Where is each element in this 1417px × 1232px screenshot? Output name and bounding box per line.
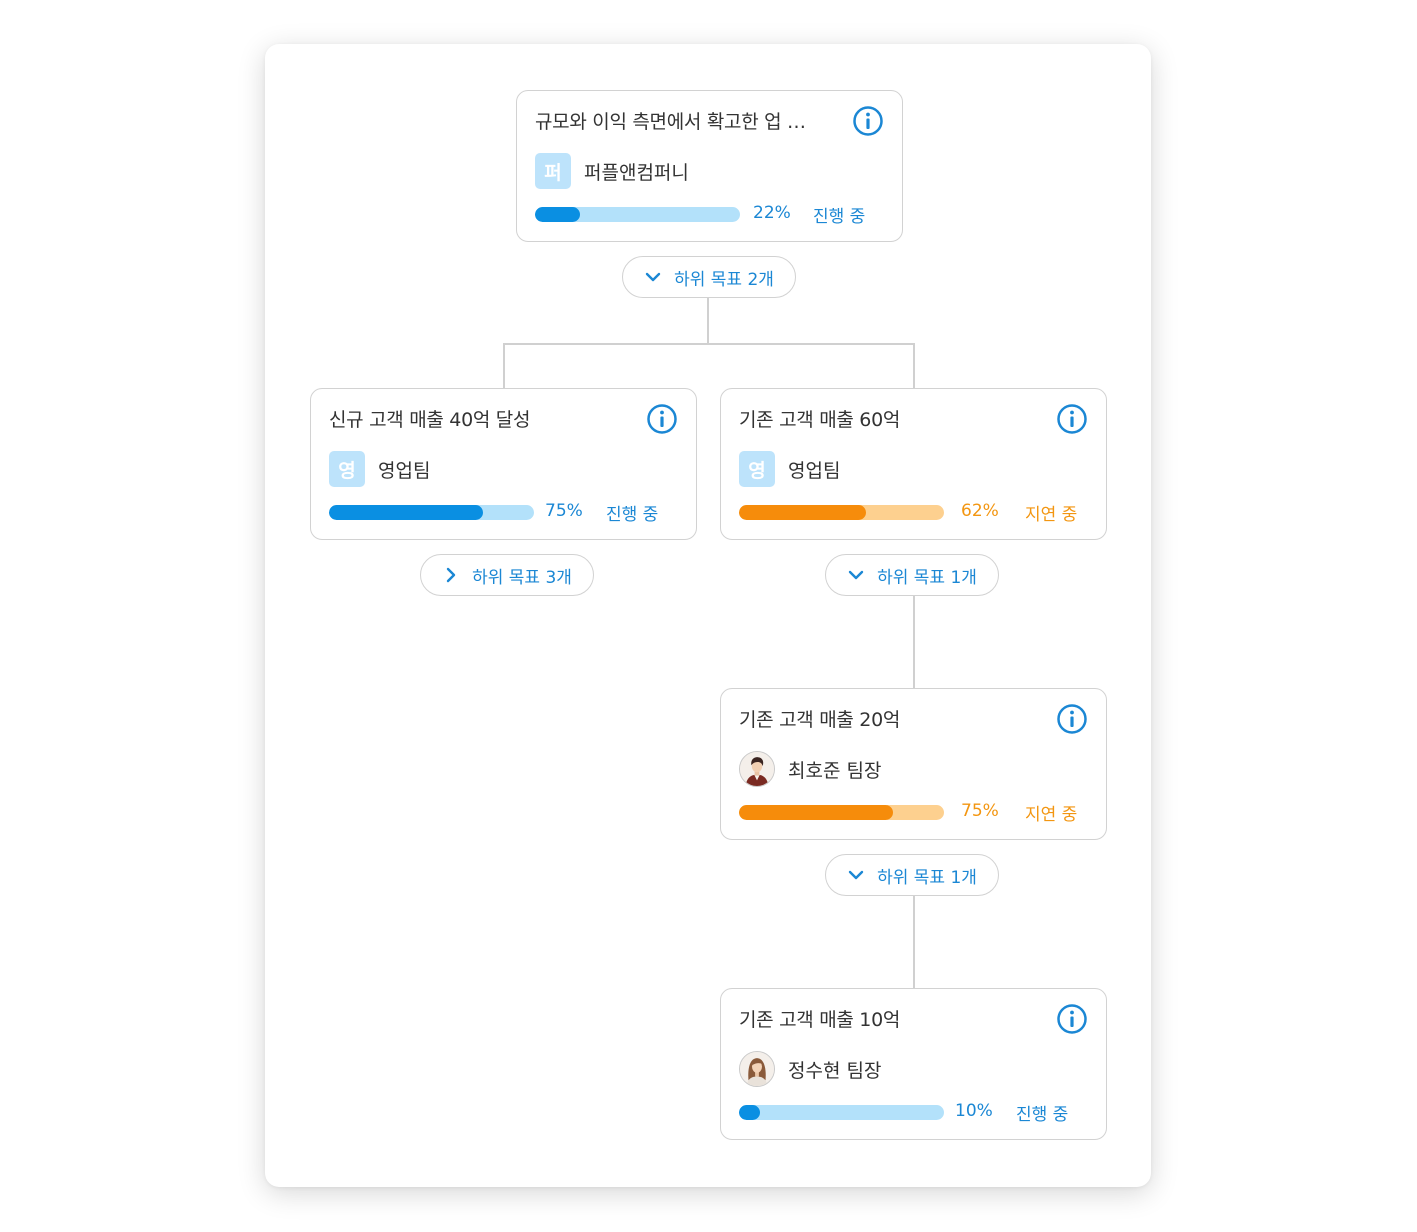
- team-badge: 영: [739, 451, 775, 487]
- subgoals-count: 하위 목표 3개: [472, 567, 572, 588]
- chevron-down-icon: [645, 272, 661, 282]
- progress-fill: [535, 207, 581, 222]
- subgoals-count: 하위 목표 2개: [674, 269, 774, 290]
- goal-title: 규모와 이익 측면에서 확고한 업 …: [535, 111, 806, 133]
- progress-fill: [739, 1105, 760, 1120]
- connector-line: [503, 343, 915, 345]
- owner-name: 영업팀: [378, 459, 431, 482]
- team-badge: 퍼: [535, 153, 571, 189]
- progress-bar: [535, 207, 740, 222]
- status-label: 진행 중: [606, 505, 659, 525]
- progress-fill: [739, 805, 893, 820]
- goal-title: 기존 고객 매출 20억: [739, 709, 901, 731]
- info-icon[interactable]: [1056, 403, 1088, 435]
- goal-card-existing-60[interactable]: 기존 고객 매출 60억 영 영업팀 62% 지연 중: [720, 388, 1107, 540]
- goal-title: 기존 고객 매출 10억: [739, 1009, 901, 1031]
- progress-percent: 62%: [961, 501, 999, 521]
- connector-line: [503, 343, 505, 389]
- info-icon[interactable]: [1056, 703, 1088, 735]
- owner-row: 최호준 팀장: [739, 751, 881, 787]
- goal-card-new-customer[interactable]: 신규 고객 매출 40억 달성 영 영업팀 75% 진행 중: [310, 388, 697, 540]
- subgoals-toggle-existing-20[interactable]: 하위 목표 1개: [825, 854, 999, 896]
- owner-name: 정수현 팀장: [788, 1059, 882, 1082]
- connector-line: [913, 596, 915, 689]
- progress-bar: [329, 505, 534, 520]
- chevron-down-icon: [848, 570, 864, 580]
- owner-row: 영 영업팀: [329, 451, 430, 487]
- subgoals-toggle-new-customer[interactable]: 하위 목표 3개: [420, 554, 594, 596]
- owner-name: 영업팀: [788, 459, 841, 482]
- subgoals-toggle-root[interactable]: 하위 목표 2개: [622, 256, 796, 298]
- goal-title: 신규 고객 매출 40억 달성: [329, 409, 531, 431]
- progress-bar: [739, 1105, 944, 1120]
- progress-percent: 75%: [961, 801, 999, 821]
- status-label: 지연 중: [1025, 805, 1078, 825]
- status-label: 지연 중: [1025, 505, 1078, 525]
- goal-tree-panel: 규모와 이익 측면에서 확고한 업 … 퍼 퍼플앤컴퍼니 22% 진행 중 하위…: [265, 44, 1151, 1187]
- owner-row: 정수현 팀장: [739, 1051, 881, 1087]
- info-icon[interactable]: [646, 403, 678, 435]
- info-icon[interactable]: [852, 105, 884, 137]
- owner-row: 영 영업팀: [739, 451, 840, 487]
- owner-name: 최호준 팀장: [788, 759, 882, 782]
- progress-percent: 22%: [753, 203, 791, 223]
- chevron-right-icon: [446, 567, 456, 583]
- goal-card-root[interactable]: 규모와 이익 측면에서 확고한 업 … 퍼 퍼플앤컴퍼니 22% 진행 중: [516, 90, 903, 242]
- progress-percent: 75%: [545, 501, 583, 521]
- progress-fill: [739, 505, 867, 520]
- progress-bar: [739, 505, 944, 520]
- goal-card-existing-10[interactable]: 기존 고객 매출 10억 정수현 팀장 10% 진행 중: [720, 988, 1107, 1140]
- female-avatar-icon: [739, 1051, 775, 1087]
- connector-line: [913, 896, 915, 989]
- goal-card-existing-20[interactable]: 기존 고객 매출 20억 최호준 팀장 75% 지연 중: [720, 688, 1107, 840]
- team-badge: 영: [329, 451, 365, 487]
- subgoals-count: 하위 목표 1개: [877, 567, 977, 588]
- owner-row: 퍼 퍼플앤컴퍼니: [535, 153, 689, 189]
- male-avatar-icon: [739, 751, 775, 787]
- progress-bar: [739, 805, 944, 820]
- owner-name: 퍼플앤컴퍼니: [584, 161, 689, 184]
- progress-percent: 10%: [955, 1101, 993, 1121]
- chevron-down-icon: [848, 870, 864, 880]
- subgoals-toggle-existing-60[interactable]: 하위 목표 1개: [825, 554, 999, 596]
- info-icon[interactable]: [1056, 1003, 1088, 1035]
- goal-title: 기존 고객 매출 60억: [739, 409, 901, 431]
- progress-fill: [329, 505, 483, 520]
- status-label: 진행 중: [813, 207, 866, 227]
- connector-line: [913, 343, 915, 389]
- status-label: 진행 중: [1016, 1105, 1069, 1125]
- connector-line: [707, 298, 709, 344]
- subgoals-count: 하위 목표 1개: [877, 867, 977, 888]
